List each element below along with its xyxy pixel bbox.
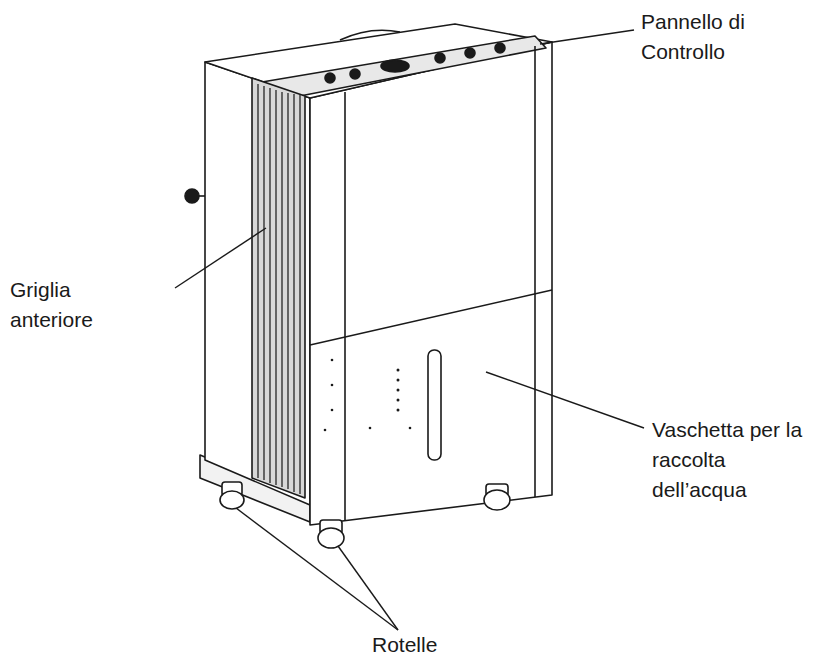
part-label: Griglia anteriore — [10, 275, 125, 335]
part-label: Rotelle — [372, 630, 492, 660]
part-label: Vaschetta per la raccolta dell’acqua — [652, 415, 812, 505]
part-label: Pannello di Controllo — [641, 7, 781, 67]
